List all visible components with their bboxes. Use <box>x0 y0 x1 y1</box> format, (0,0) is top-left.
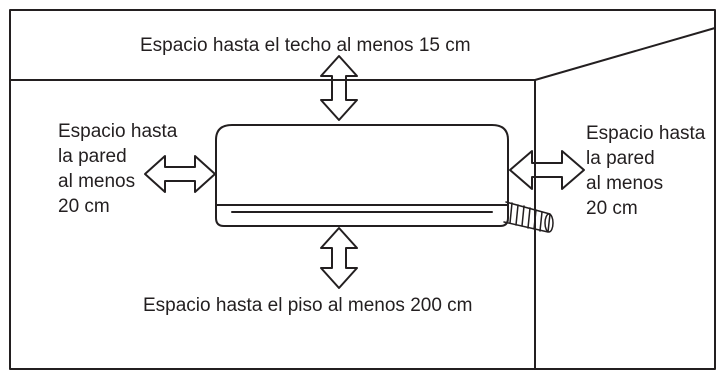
right-label-line: al menos <box>586 173 664 194</box>
left-label-line: al menos <box>58 171 136 192</box>
right-label-line: Espacio hasta <box>586 123 706 144</box>
right-clearance-arrow <box>509 150 585 190</box>
air-conditioner-unit <box>215 124 509 227</box>
bottom-clearance-arrow <box>320 227 358 289</box>
right-wall-clearance-label: Espacio hasta la pared al menos 20 cm <box>586 121 705 221</box>
left-clearance-arrow <box>144 155 216 193</box>
refrigerant-pipe <box>503 201 554 233</box>
ceiling-clearance-label: Espacio hasta el techo al menos 15 cm <box>140 35 471 56</box>
room-outline <box>9 9 716 370</box>
left-label-line: Espacio hasta <box>58 121 178 142</box>
left-label-line: la pared <box>58 146 127 167</box>
left-wall-clearance-label: Espacio hasta la pared al menos 20 cm <box>58 119 177 219</box>
right-label-line: la pared <box>586 148 655 169</box>
top-clearance-arrow <box>320 55 358 121</box>
right-label-line: 20 cm <box>586 198 638 219</box>
floor-clearance-label: Espacio hasta el piso al menos 200 cm <box>143 295 473 316</box>
left-label-line: 20 cm <box>58 196 110 217</box>
